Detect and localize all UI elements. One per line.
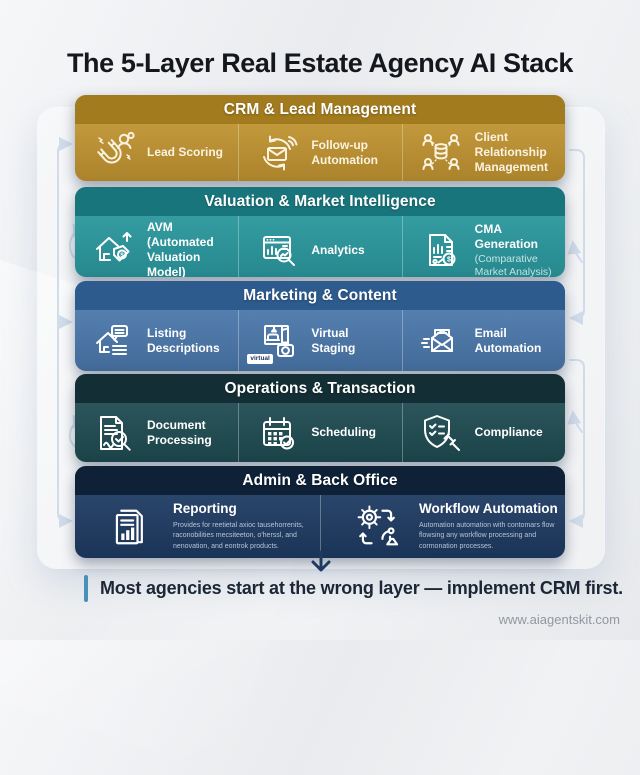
page-title: The 5-Layer Real Estate Agency AI Stack — [66, 48, 574, 79]
stack-item: $ AVM (Automated Valuation Model) — [75, 216, 238, 277]
item-label: CMA Generation — [474, 221, 539, 251]
home-valuation-icon: $ — [89, 226, 137, 274]
layer-title: Operations & Transaction — [75, 374, 565, 403]
item-description: Automation automation with contomars flo… — [419, 522, 555, 550]
layer-1: CRM & Lead Management Lead Scoring Follo… — [75, 95, 565, 181]
stack-item: Client Relationship Management — [401, 124, 565, 181]
virtual-staging-icon: virtual — [247, 317, 301, 365]
analytics-icon — [253, 226, 301, 274]
svg-text:$: $ — [120, 252, 124, 259]
item-label: Scheduling — [311, 425, 376, 439]
stack-item: Email Automation — [401, 310, 565, 371]
key-takeaway: Most agencies start at the wrong layer —… — [84, 575, 623, 602]
svg-text:$: $ — [447, 257, 451, 264]
cma-report-icon: $ — [417, 226, 465, 274]
item-label: Compliance — [474, 425, 543, 439]
stack-item: Follow-up Automation — [238, 124, 401, 181]
stack-item: Lead Scoring — [75, 124, 238, 181]
item-label: Email Automation — [474, 325, 542, 355]
item-label: Lead Scoring — [147, 145, 224, 159]
layer-title: Admin & Back Office — [75, 466, 565, 495]
compliance-icon — [417, 409, 465, 457]
stack-item: Document Processing — [75, 403, 238, 462]
document-processing-icon — [89, 409, 137, 457]
item-label: Listing Descriptions — [147, 325, 220, 355]
item-label: Virtual Staging — [311, 325, 356, 355]
website-url: www.aiagentskit.com — [498, 612, 620, 627]
email-automation-icon — [417, 317, 465, 365]
stack-item: Scheduling — [238, 403, 401, 462]
item-sublabel: (Comparative Market Analysis) — [474, 252, 552, 277]
item-label: Workflow Automation — [419, 501, 558, 517]
virtual-badge: virtual — [247, 354, 273, 364]
note-text: Most agencies start at the wrong layer —… — [100, 578, 623, 598]
layer-2: Valuation & Market Intelligence $ AVM (A… — [75, 187, 565, 277]
listing-description-icon — [89, 317, 137, 365]
scheduling-icon — [253, 409, 301, 457]
item-label: AVM (Automated Valuation Model) — [147, 220, 214, 277]
item-label: Analytics — [311, 242, 365, 257]
workflow-automation-icon — [351, 501, 403, 553]
item-label: Reporting — [173, 501, 237, 517]
follow-up-automation-icon — [253, 129, 301, 177]
stack-item: $ CMA Generation(Comparative Market Anal… — [401, 216, 565, 277]
note-accent-bar — [84, 575, 88, 602]
down-arrow-icon — [311, 550, 331, 572]
layer-title: Valuation & Market Intelligence — [75, 187, 565, 216]
reporting-icon — [105, 501, 157, 553]
ai-stack: CRM & Lead Management Lead Scoring Follo… — [75, 95, 565, 558]
stack-item: Compliance — [401, 403, 565, 462]
stack-item: Listing Descriptions — [75, 310, 238, 371]
item-label: Follow-up Automation — [311, 137, 378, 167]
layer-4: Operations & Transaction Document Proces… — [75, 374, 565, 462]
item-label: Client Relationship Management — [474, 130, 549, 174]
layer-title: Marketing & Content — [75, 281, 565, 310]
item-description: Provides for reetietal axioc tausehorren… — [173, 522, 304, 550]
item-label: Document Processing — [147, 417, 212, 447]
stack-item: virtual Virtual Staging — [238, 310, 401, 371]
layer-3: Marketing & Content Listing Descriptions… — [75, 281, 565, 371]
layer-title: CRM & Lead Management — [75, 95, 565, 124]
lead-scoring-magnet-icon — [89, 129, 137, 177]
stack-item: Analytics — [238, 216, 401, 277]
client-network-icon — [417, 129, 465, 177]
